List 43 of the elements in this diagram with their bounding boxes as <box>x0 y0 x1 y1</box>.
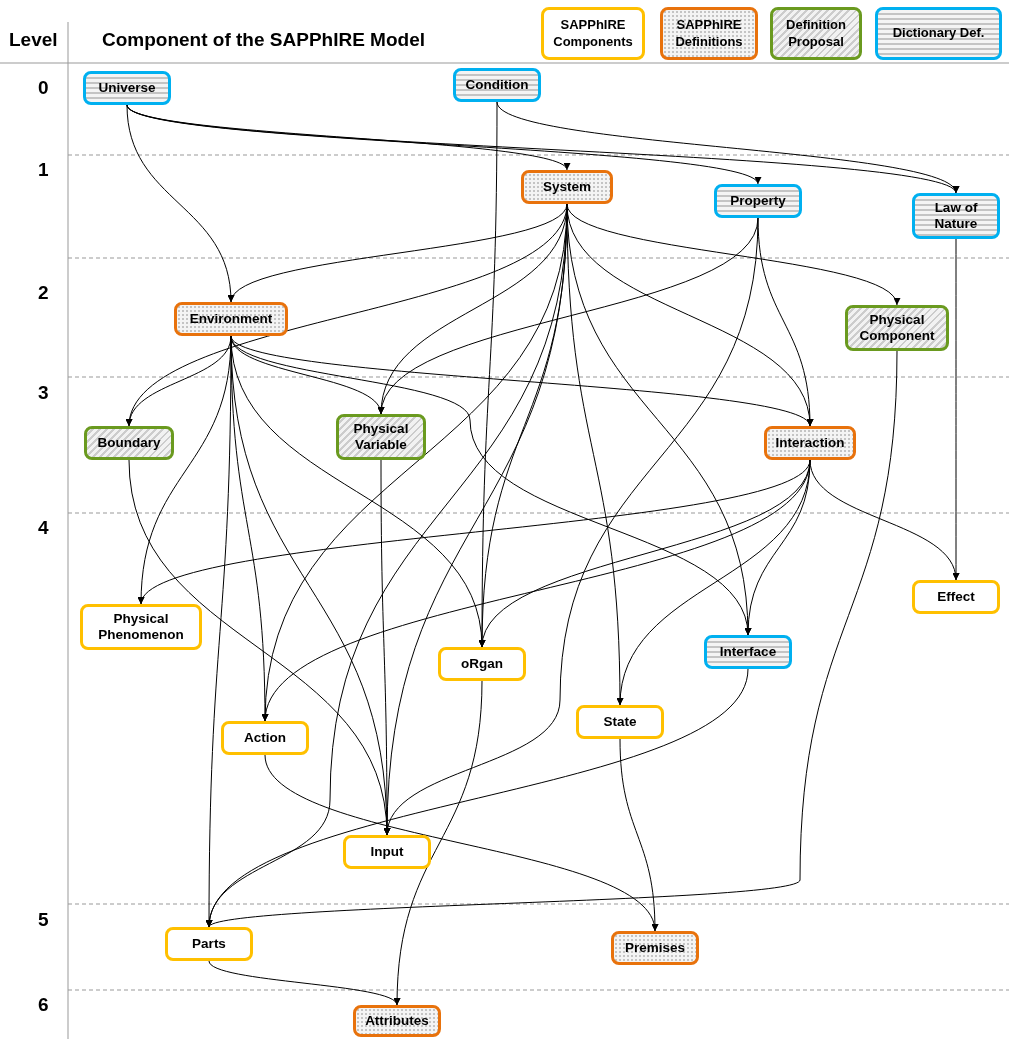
level-number: 0 <box>38 78 49 97</box>
legend-text: SAPPhIRE Components <box>552 17 634 50</box>
level-number: 2 <box>38 283 49 302</box>
concept-box: oRgan <box>438 647 526 681</box>
title: Component of the SAPPhIRE Model <box>102 28 425 52</box>
arrow <box>619 738 659 932</box>
arrow <box>126 104 234 303</box>
arrow <box>496 101 957 194</box>
concept-box: Physical Phenomenon <box>80 604 202 650</box>
arrow <box>208 668 749 928</box>
arrow <box>380 459 391 836</box>
level-number: 6 <box>38 995 49 1014</box>
arrow <box>208 350 898 928</box>
concept-box: Property <box>714 184 802 218</box>
legend-text: Definition Proposal <box>785 17 847 50</box>
arrow <box>809 459 958 581</box>
concept-box: Effect <box>912 580 1000 614</box>
level-number: 5 <box>38 910 49 929</box>
concept-box: Interaction <box>764 426 856 460</box>
level-number: 4 <box>38 518 49 537</box>
level-number: 1 <box>38 160 49 179</box>
concept-box: Condition <box>453 68 541 102</box>
concept-box: State <box>576 705 664 739</box>
level-header: Level <box>9 28 58 52</box>
concept-box: Interface <box>704 635 792 669</box>
concept-box: Physical Component <box>845 305 949 351</box>
concept-box: Universe <box>83 71 171 105</box>
arrow <box>385 217 759 836</box>
concept-box: Law of Nature <box>912 193 1000 239</box>
concept-box: Boundary <box>84 426 174 460</box>
concept-box: Environment <box>174 302 288 336</box>
arrow <box>126 104 957 194</box>
concept-box: Input <box>343 835 431 869</box>
legend-text: SAPPhIRE Definitions <box>674 17 744 50</box>
legend-text: Dictionary Def. <box>892 25 985 42</box>
concept-box: Attributes <box>353 1005 441 1037</box>
concept-box: Parts <box>165 927 253 961</box>
concept-box: System <box>521 170 613 204</box>
concept-box: Action <box>221 721 309 755</box>
arrow <box>208 960 398 1006</box>
concept-box: Physical Variable <box>336 414 426 460</box>
level-number: 3 <box>38 383 49 402</box>
concept-box: Premises <box>611 931 699 965</box>
